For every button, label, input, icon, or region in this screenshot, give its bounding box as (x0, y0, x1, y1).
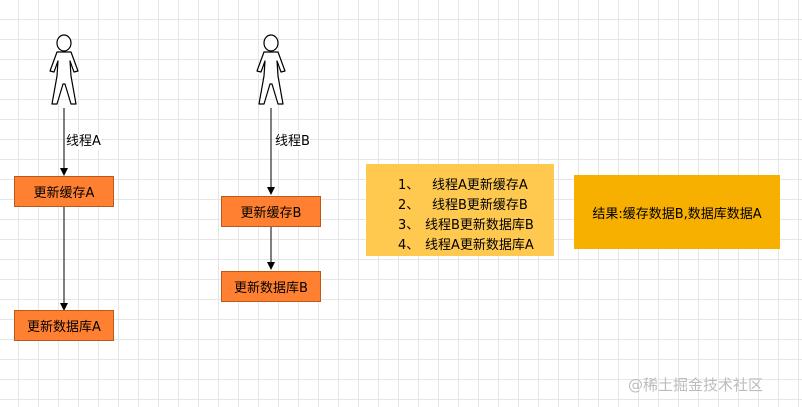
watermark: @稀土掘金技术社区 (628, 376, 764, 394)
sequence-step: 1、 线程A更新缓存A (366, 176, 554, 196)
box-update-cache-b: 更新缓存B (221, 196, 321, 227)
edge-label-thread-a: 线程A (66, 134, 101, 150)
actor-thread-b-icon (256, 34, 286, 105)
result-box: 结果:缓存数据B,数据库数据A (574, 175, 780, 249)
box-update-db-b: 更新数据库B (221, 271, 321, 302)
sequence-step-text: 线程B更新缓存B (432, 198, 528, 213)
actor-thread-a-icon (49, 34, 79, 105)
sequence-step-text: 线程A更新数据库A (425, 238, 534, 253)
sequence-step-number: 2、 (398, 198, 420, 213)
sequence-step: 4、 线程A更新数据库A (366, 236, 554, 256)
sequence-step: 2、 线程B更新缓存B (366, 196, 554, 216)
sequence-step-number: 3、 (398, 218, 420, 233)
edge-label-thread-b: 线程B (275, 134, 310, 150)
sequence-step-text: 线程A更新缓存A (432, 178, 528, 193)
sequence-step-text: 线程B更新数据库B (425, 218, 534, 233)
box-update-db-a: 更新数据库A (14, 310, 114, 341)
box-update-cache-a: 更新缓存A (14, 176, 114, 207)
sequence-step: 3、 线程B更新数据库B (366, 216, 554, 236)
sequence-step-number: 4、 (398, 238, 420, 253)
sequence-step-number: 1、 (398, 178, 420, 193)
sequence-box: 1、 线程A更新缓存A 2、 线程B更新缓存B 3、 线程B更新数据库B 4、 … (366, 164, 554, 256)
